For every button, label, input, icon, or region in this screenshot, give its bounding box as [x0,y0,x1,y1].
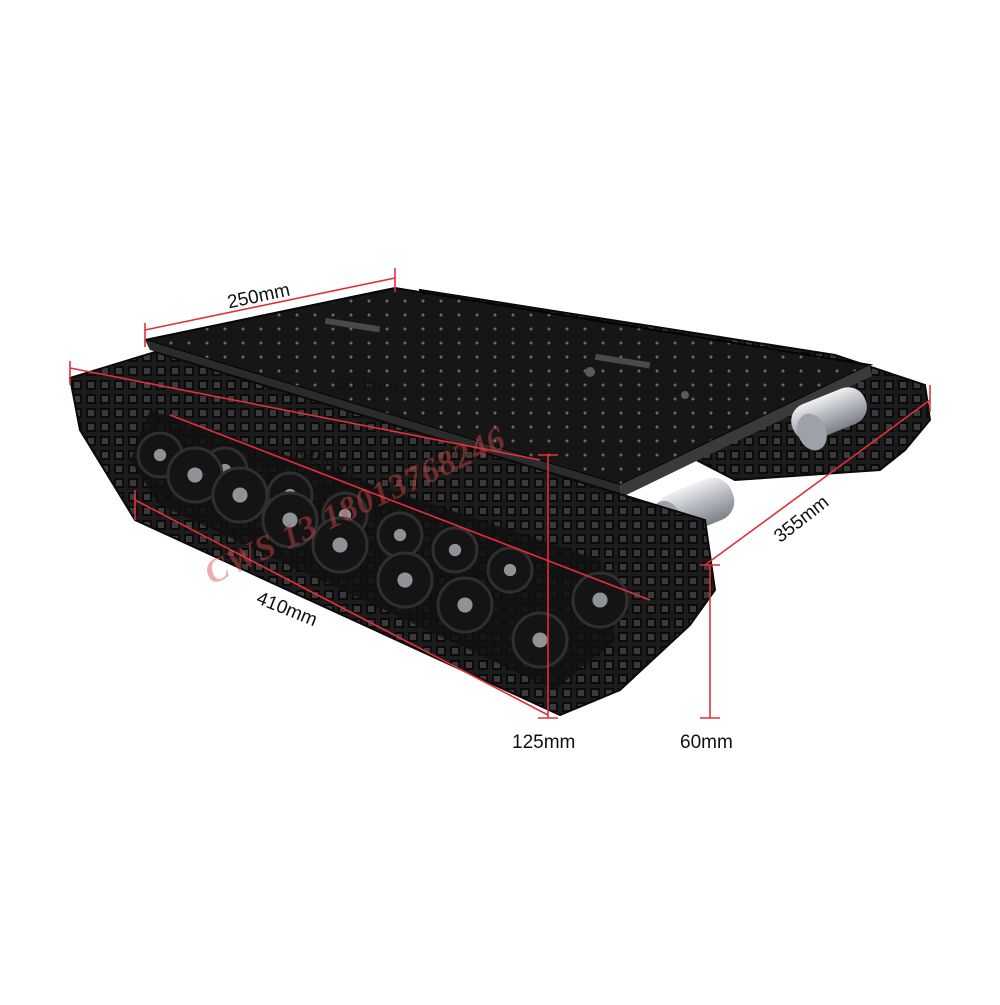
wheel-hub [393,528,407,542]
dimension-label-height: 125mm [512,732,576,753]
rear-motor [791,387,867,451]
wheel-hub [282,512,298,528]
dimension-label-plate-length: 500mm [334,372,400,399]
wheel-hub [332,537,348,553]
wheel-hub [592,592,608,608]
wheel-hub [397,572,413,588]
dimension-lines [69,268,931,719]
wheel-hub [532,632,548,648]
wheel-hub [503,563,517,577]
dimension-label-clearance: 60mm [680,732,733,753]
wheel-hub [153,448,167,462]
road-wheels [136,431,629,669]
wheel-hub [448,543,462,557]
wheel-hub [457,597,473,613]
wheel-hub [187,467,203,483]
wheel-hub [232,487,248,503]
